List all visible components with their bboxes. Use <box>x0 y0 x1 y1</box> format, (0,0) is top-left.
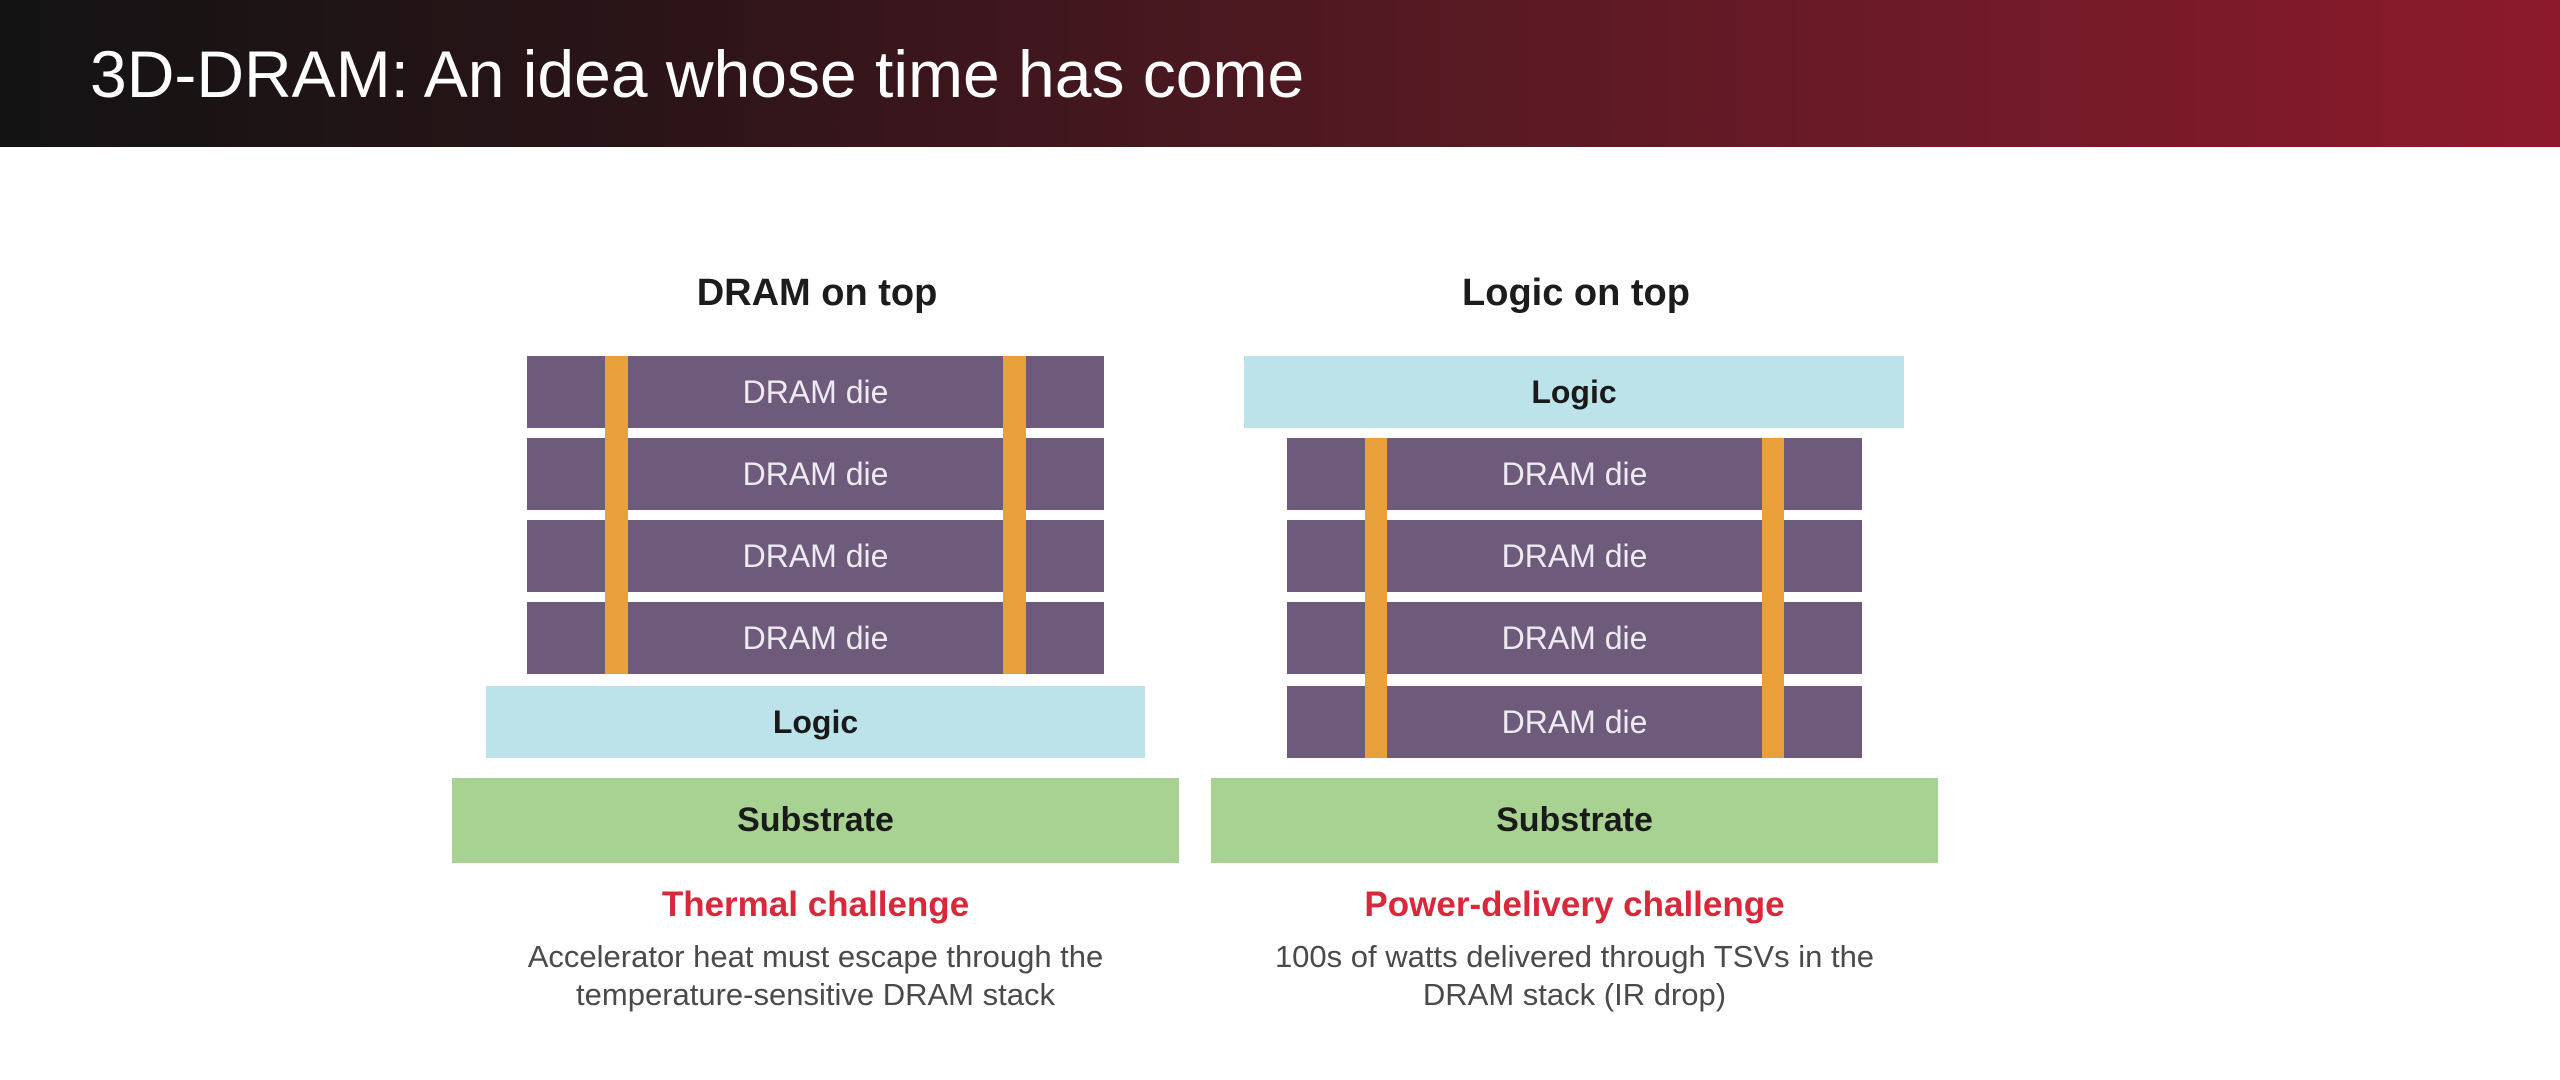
left-dram-die-1-label: DRAM die <box>742 373 889 410</box>
left-tsv-2 <box>1003 356 1026 674</box>
right-tsv-2 <box>1762 438 1784 758</box>
right-logic-die: Logic <box>1244 356 1904 428</box>
right-dram-die-4-label: DRAM die <box>1501 703 1648 740</box>
left-logic-die: Logic <box>486 686 1145 758</box>
left-dram-die-4-label: DRAM die <box>742 619 889 656</box>
left-dram-die-3-label: DRAM die <box>742 537 889 574</box>
right-substrate: Substrate <box>1211 778 1938 863</box>
right-dram-die-1-label: DRAM die <box>1501 455 1648 492</box>
right-challenge-title: Power-delivery challenge <box>1364 885 1785 924</box>
left-substrate-label: Substrate <box>737 801 894 839</box>
left-challenge-desc: Accelerator heat must escape through the… <box>452 938 1179 1018</box>
right-challenge-desc-line-2: DRAM stack (IR drop) <box>1422 977 1727 1012</box>
left-challenge-desc-line-1: Accelerator heat must escape through the <box>527 939 1104 974</box>
right-logic-label: Logic <box>1531 373 1617 410</box>
right-challenge-desc: 100s of watts delivered through TSVs in … <box>1211 938 1938 1018</box>
left-logic-label: Logic <box>772 703 859 740</box>
left-stack-title: DRAM on top <box>696 272 938 314</box>
right-substrate-label: Substrate <box>1496 801 1653 839</box>
left-challenge-desc-line-2: temperature-sensitive DRAM stack <box>576 977 1055 1012</box>
title-bar: 3D-DRAM: An idea whose time has come <box>0 0 2560 147</box>
left-substrate: Substrate <box>452 778 1179 863</box>
page-title: 3D-DRAM: An idea whose time has come <box>90 37 1305 111</box>
right-dram-die-3-label: DRAM die <box>1501 619 1648 656</box>
right-dram-die-2-label: DRAM die <box>1501 537 1648 574</box>
right-challenge-desc-line-1: 100s of watts delivered through TSVs in … <box>1274 939 1875 974</box>
left-dram-die-2-label: DRAM die <box>742 455 889 492</box>
right-tsv-1 <box>1365 438 1387 758</box>
left-challenge-title: Thermal challenge <box>661 885 970 924</box>
right-stack-title: Logic on top <box>1462 272 1690 314</box>
left-tsv-1 <box>605 356 628 674</box>
